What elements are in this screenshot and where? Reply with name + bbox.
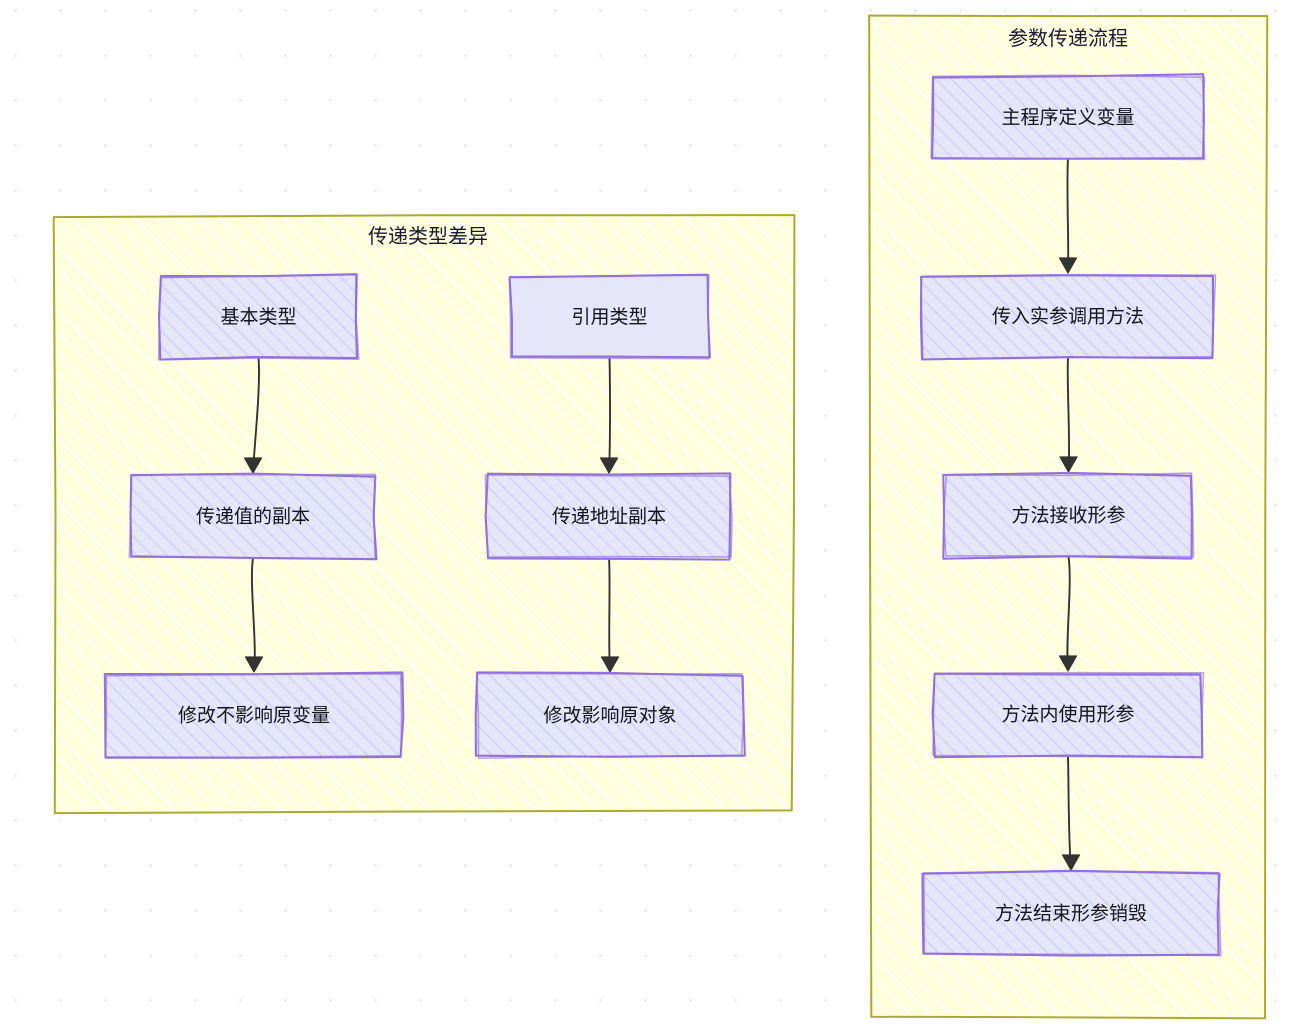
edge-arrowhead xyxy=(243,457,263,474)
edge-arrowhead xyxy=(1058,655,1078,672)
node-hatch xyxy=(487,475,731,558)
edge-line xyxy=(608,557,611,671)
edge-arrowhead xyxy=(244,656,264,673)
subgraph-border xyxy=(52,214,796,815)
node-label: 方法接收形参 xyxy=(1011,505,1125,527)
node-n-primitive-type[interactable]: 基本类型 xyxy=(157,273,360,361)
node-n-method-receives-params[interactable]: 方法接收形参 xyxy=(942,471,1195,560)
node-label: 基本类型 xyxy=(220,306,296,328)
node-border xyxy=(103,671,405,759)
edge-arrowhead xyxy=(1058,257,1078,274)
edge-e-addresscopy-to-affects xyxy=(600,557,620,673)
edge-e-receives-to-uses xyxy=(1058,556,1078,672)
subgraph-title: 参数传递流程 xyxy=(1008,27,1128,50)
edge-e-main-to-actualargs xyxy=(1058,158,1078,274)
edge-arrowhead xyxy=(1059,456,1078,473)
node-hatch xyxy=(477,674,743,757)
node-label: 主程序定义变量 xyxy=(1001,107,1134,129)
node-label: 传递地址副本 xyxy=(552,506,666,528)
edge-layer xyxy=(243,158,1081,871)
edge-e-uses-to-destroy xyxy=(1061,755,1081,871)
node-label: 修改不影响原变量 xyxy=(178,705,330,727)
edge-e-valuecopy-to-noeffect xyxy=(244,557,264,673)
node-hatch xyxy=(934,673,1202,756)
node-n-method-uses-params[interactable]: 方法内使用形参 xyxy=(931,671,1205,759)
node-hatch xyxy=(922,275,1214,358)
node-border xyxy=(508,274,710,360)
edge-e-primitive-to-valuecopy xyxy=(243,357,263,474)
node-label: 方法结束形参销毁 xyxy=(995,903,1147,925)
edge-arrowhead xyxy=(1061,854,1081,871)
node-label: 引用类型 xyxy=(571,306,647,328)
node-n-pass-value-copy[interactable]: 传递值的副本 xyxy=(128,472,378,561)
edge-arrowhead xyxy=(599,457,619,474)
node-n-pass-actual-args[interactable]: 传入实参调用方法 xyxy=(919,273,1217,361)
node-border xyxy=(157,274,360,361)
node-n-modify-affects-object[interactable]: 修改影响原对象 xyxy=(474,671,746,760)
node-n-modify-no-effect[interactable]: 修改不影响原变量 xyxy=(103,671,405,759)
edge-arrowhead xyxy=(600,656,620,673)
subgraph-title: 传递类型差异 xyxy=(368,225,488,248)
node-border xyxy=(128,473,377,560)
subgraph-border xyxy=(868,14,1269,1020)
edge-line xyxy=(1066,158,1070,272)
node-label: 传递值的副本 xyxy=(196,506,310,528)
node-border xyxy=(920,273,1217,361)
node-border xyxy=(932,671,1205,759)
node-label: 方法内使用形参 xyxy=(1001,704,1134,726)
node-n-main-defines-variable[interactable]: 主程序定义变量 xyxy=(930,73,1206,161)
node-hatch xyxy=(131,475,375,558)
node-border xyxy=(104,673,403,758)
node-hatch xyxy=(160,276,357,358)
edge-line xyxy=(608,357,611,472)
node-border xyxy=(923,869,1222,957)
node-n-reference-type[interactable]: 引用类型 xyxy=(508,273,711,360)
edge-e-actualargs-to-receives xyxy=(1059,357,1078,473)
edge-e-reference-to-addresscopy xyxy=(599,357,619,474)
node-n-pass-address-copy[interactable]: 传递地址副本 xyxy=(484,472,733,561)
node-hatch xyxy=(923,872,1219,955)
node-background xyxy=(511,276,708,358)
node-border xyxy=(484,474,733,558)
node-label: 修改影响原对象 xyxy=(543,705,676,727)
node-border xyxy=(943,472,1195,558)
node-hatch xyxy=(106,674,402,757)
node-n-method-end-destroy[interactable]: 方法结束形参销毁 xyxy=(921,869,1222,957)
node-hatch xyxy=(945,474,1192,557)
node-border xyxy=(930,74,1206,161)
node-border xyxy=(475,672,745,760)
node-label: 传入实参调用方法 xyxy=(992,306,1144,328)
node-hatch xyxy=(932,76,1204,159)
